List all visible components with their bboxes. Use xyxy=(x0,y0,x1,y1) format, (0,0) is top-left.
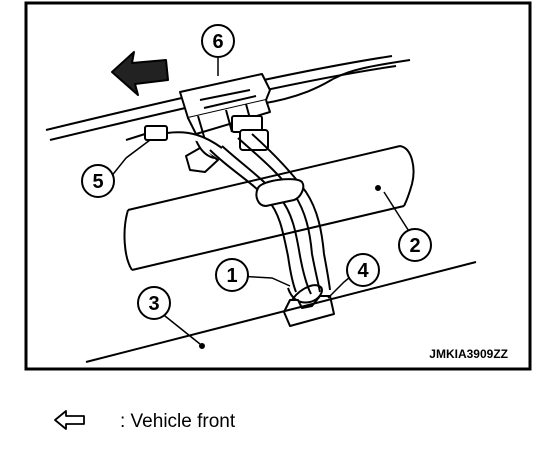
clip-part-4 xyxy=(283,295,335,327)
callout-6-label: 6 xyxy=(212,31,223,53)
legend-text: : Vehicle front xyxy=(120,411,236,432)
harness-wires xyxy=(209,133,331,295)
callout-5-label: 5 xyxy=(92,171,103,193)
figure-code: JMKIA3909ZZ xyxy=(429,347,508,361)
callout-2-label: 2 xyxy=(409,235,420,257)
vehicle-front-arrow-icon xyxy=(111,51,169,96)
callout-2: 2 xyxy=(398,228,432,262)
callout-1-label: 1 xyxy=(226,265,237,287)
callout-3: 3 xyxy=(137,286,171,320)
connector-part-5 xyxy=(125,125,223,149)
cylindrical-member-part-2 xyxy=(123,145,415,271)
callout-5: 5 xyxy=(81,164,115,198)
wire-loop-part-1 xyxy=(287,284,324,304)
lower-member-part-3 xyxy=(85,261,477,363)
callout-1: 1 xyxy=(215,258,249,292)
bracket-part-6 xyxy=(179,73,271,141)
callout-3-label: 3 xyxy=(148,293,159,315)
callout-6: 6 xyxy=(201,24,235,58)
callout-4-label: 4 xyxy=(357,260,369,282)
callout-4: 4 xyxy=(346,253,380,287)
outline-arrow-left-icon xyxy=(54,410,85,430)
